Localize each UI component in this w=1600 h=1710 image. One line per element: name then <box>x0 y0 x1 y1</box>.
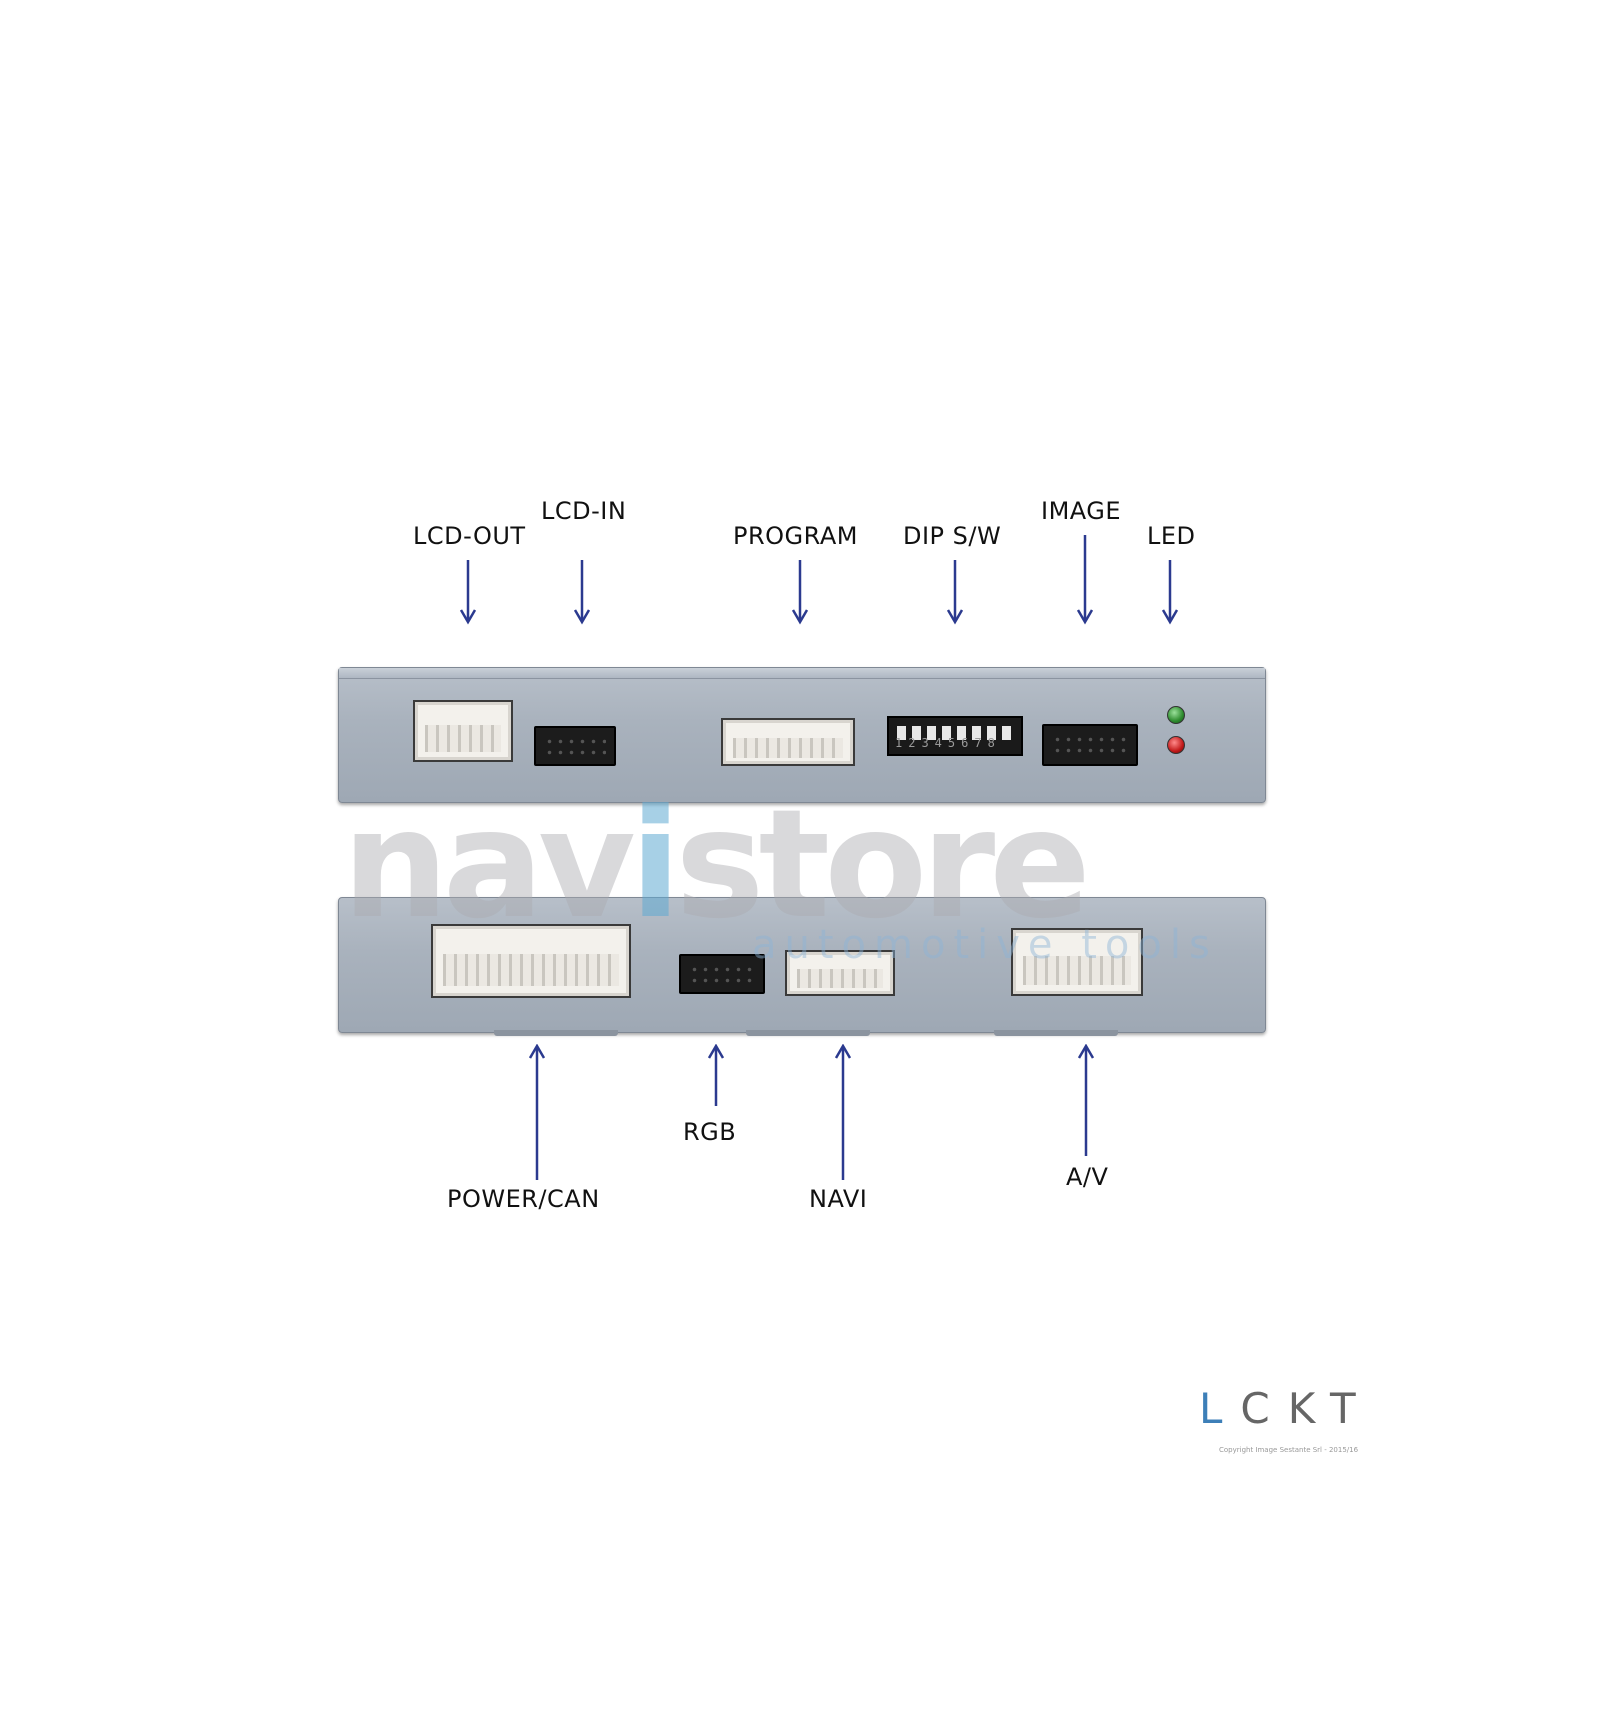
panel-foot <box>994 1030 1118 1036</box>
label-led: LED <box>1147 522 1196 550</box>
image-connector <box>1042 724 1138 766</box>
arrow-up-icon <box>831 1044 855 1180</box>
rgb-connector <box>679 954 765 994</box>
lcd-out-connector <box>413 700 513 762</box>
arrow-down-icon <box>1073 535 1097 626</box>
label-rgb: RGB <box>683 1118 737 1146</box>
label-av: A/V <box>1066 1163 1109 1191</box>
panel-foot <box>746 1030 870 1036</box>
arrow-down-icon <box>1158 560 1182 626</box>
navi-connector <box>785 950 895 996</box>
arrow-down-icon <box>943 560 967 626</box>
device-front-panel: 12345678 <box>338 667 1266 803</box>
panel-foot <box>494 1030 618 1036</box>
label-program: PROGRAM <box>733 522 858 550</box>
label-image: IMAGE <box>1041 497 1122 525</box>
watermark-logo: navistore <box>342 778 1091 952</box>
copyright-text: Copyright Image Sestante Srl - 2015/16 <box>1219 1446 1359 1454</box>
brand-logo: LCKT <box>1199 1384 1374 1433</box>
arrow-up-icon <box>525 1044 549 1180</box>
lcd-in-connector <box>534 726 616 766</box>
power-can-connector <box>431 924 631 998</box>
label-navi: NAVI <box>809 1185 868 1213</box>
label-power-can: POWER/CAN <box>447 1185 600 1213</box>
watermark-tagline: automotive tools <box>752 922 1218 968</box>
arrow-down-icon <box>570 560 594 626</box>
dip-numbers: 12345678 <box>895 736 1001 750</box>
panel-edge <box>339 668 1265 679</box>
arrow-up-icon <box>1074 1044 1098 1156</box>
program-connector <box>721 718 855 766</box>
led-red <box>1167 736 1185 754</box>
av-connector <box>1011 928 1143 996</box>
label-lcd-out: LCD-OUT <box>413 522 526 550</box>
arrow-down-icon <box>456 560 480 626</box>
arrow-down-icon <box>788 560 812 626</box>
dip-switch: 12345678 <box>887 716 1023 756</box>
label-lcd-in: LCD-IN <box>541 497 627 525</box>
led-green <box>1167 706 1185 724</box>
arrow-up-icon <box>704 1044 728 1106</box>
device-rear-panel <box>338 897 1266 1033</box>
label-dip-sw: DIP S/W <box>903 522 1002 550</box>
